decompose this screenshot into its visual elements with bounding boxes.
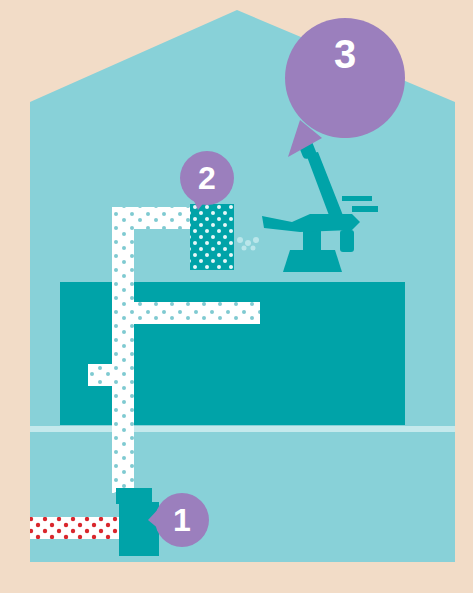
callout-circle: 3: [285, 18, 405, 138]
dental-chair: [262, 136, 378, 272]
treatment-unit: [119, 502, 159, 556]
pipe-inlet: [30, 517, 120, 539]
pipe-branch-right: [134, 302, 260, 324]
callout-circle: 1: [155, 493, 209, 547]
treatment-unit-cap: [116, 488, 152, 504]
house-outline: [30, 10, 455, 562]
callout-number: 1: [155, 504, 209, 536]
floor-line: [30, 426, 455, 432]
callout-circle: 2: [180, 151, 234, 205]
water-tank: [190, 204, 234, 270]
pipe-vertical: [112, 207, 134, 493]
callout-number: 3: [285, 34, 405, 74]
cabinet: [60, 282, 405, 425]
pipe-branch-left: [88, 364, 112, 386]
callout-number: 2: [180, 162, 234, 194]
water-drops: [237, 237, 259, 251]
